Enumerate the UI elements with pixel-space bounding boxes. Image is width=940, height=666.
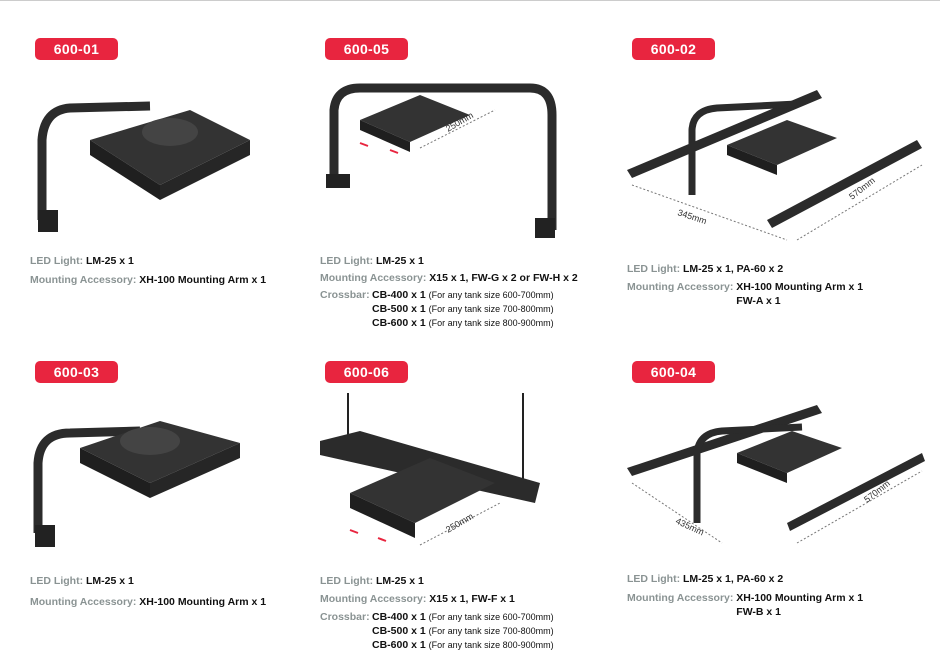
dimension-label: 435mm — [674, 516, 705, 538]
crossbar-option: CB-600 x 1 (For any tank size 800-900mm) — [372, 317, 554, 329]
product-image-crossbar-mount: 250mm — [326, 83, 557, 238]
product-card-600-03: 600-03 LED Light: LM-25 x 1 Mounting Acc… — [30, 361, 330, 661]
led-light-spec: LED Light: LM-25 x 1 — [320, 255, 424, 267]
led-light-spec: LED Light: LM-25 x 1 — [30, 255, 134, 267]
mounting-accessory-spec: Mounting Accessory: XH-100 Mounting Arm … — [627, 592, 864, 618]
crossbar-spec: Crossbar: CB-400 x 1 (For any tank size … — [320, 289, 554, 329]
crossbar-option: CB-400 x 1 (For any tank size 600-700mm) — [372, 289, 554, 301]
mounting-accessory-spec: Mounting Accessory: XH-100 Mounting Arm … — [30, 596, 267, 608]
crossbar-option: CB-500 x 1 (For any tank size 700-800mm) — [372, 303, 554, 315]
led-light-spec: LED Light: LM-25 x 1 — [320, 575, 424, 587]
led-light-spec: LED Light: LM-25 x 1, PA-60 x 2 — [627, 263, 784, 275]
model-badge: 600-03 — [35, 361, 118, 383]
product-card-600-05: 600-05 250mm LED Light: LM-25 x 1 Mounti… — [320, 38, 620, 338]
led-light-spec: LED Light: LM-25 x 1 — [30, 575, 134, 587]
crossbar-option: CB-500 x 1 (For any tank size 700-800mm) — [372, 625, 554, 637]
mounting-accessory-spec: Mounting Accessory: X15 x 1, FW-G x 2 or… — [320, 272, 578, 284]
led-light-spec: LED Light: LM-25 x 1, PA-60 x 2 — [627, 573, 784, 585]
product-card-600-04: 600-04 435mm 570mm LED Light: LM-25 x 1,… — [627, 361, 927, 661]
dimension-label: 345mm — [676, 207, 708, 226]
crossbar-spec: Crossbar: CB-400 x 1 (For any tank size … — [320, 611, 554, 651]
mounting-accessory-spec: Mounting Accessory: XH-100 Mounting Arm … — [30, 274, 267, 286]
dimension-label: 250mm — [444, 511, 475, 535]
product-image-pa60-mount: 435mm 570mm — [627, 405, 925, 544]
model-badge: 600-04 — [632, 361, 715, 383]
product-image-hanging-mount: 250mm — [320, 393, 540, 546]
product-card-600-06: 600-06 250mm LED Light: LM-25 x 1 Mounti… — [320, 361, 620, 661]
crossbar-option: CB-400 x 1 (For any tank size 600-700mm) — [372, 611, 554, 623]
product-card-600-01: 600-01 LED Light: LM-25 x 1 Mounting Acc… — [30, 38, 330, 338]
model-badge: 600-02 — [632, 38, 715, 60]
model-badge: 600-05 — [325, 38, 408, 60]
product-image-arm-mount — [33, 421, 240, 547]
mounting-accessory-spec: Mounting Accessory: XH-100 Mounting Arm … — [627, 281, 864, 307]
product-image-arm-mount — [37, 101, 250, 232]
model-badge: 600-06 — [325, 361, 408, 383]
mounting-accessory-spec: Mounting Accessory: X15 x 1, FW-F x 1 — [320, 593, 515, 605]
product-card-600-02: 600-02 345mm 570mm LED Light: LM-25 x 1,… — [627, 38, 927, 338]
model-badge: 600-01 — [35, 38, 118, 60]
crossbar-option: CB-600 x 1 (For any tank size 800-900mm) — [372, 639, 554, 651]
product-image-pa60-mount: 345mm 570mm — [627, 90, 923, 241]
